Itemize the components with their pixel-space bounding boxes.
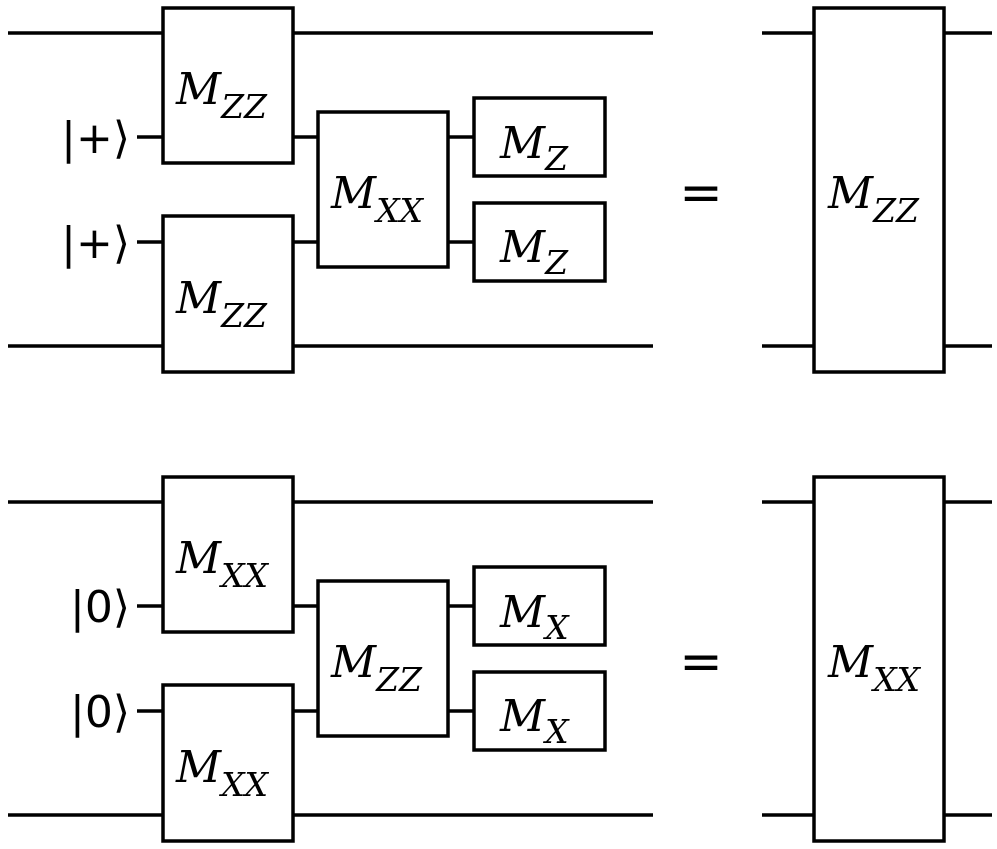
top-stage1-upper-box [161,6,295,165]
top-stage3-upper-label: MZ [499,118,569,178]
top-input-ket-2: |+⟩ [61,218,130,269]
top-stage3-upper-box [472,96,607,178]
top-circuit: |+⟩ |+⟩ MZZ MZZ MXX MZ MZ = MZZ [8,6,992,374]
bottom-stage1-lower-box [161,683,295,843]
bottom-equals-sign: = [679,632,723,692]
top-stage1-lower-label: MZZ [175,273,268,335]
bottom-stage1-lower-label: MXX [175,742,270,804]
bottom-result-label: MXX [827,637,922,699]
top-result-label: MZZ [827,168,920,230]
top-stage2-box [316,110,450,269]
top-equals-sign: = [679,163,723,223]
top-result-box [812,6,946,374]
bottom-stage3-upper-box [472,565,607,647]
bottom-input-ket-1: |0⟩ [70,582,130,633]
top-stage3-lower-box [472,201,607,283]
bottom-result-box [812,475,946,843]
bottom-stage1-upper-box [161,475,295,634]
top-input-ket-1: |+⟩ [61,113,130,164]
bottom-stage2-box [316,579,450,738]
bottom-stage3-lower-label: MX [499,691,570,751]
bottom-stage1-upper-label: MXX [175,533,270,595]
top-stage3-lower-label: MZ [499,222,569,282]
bottom-stage3-upper-label: MX [499,587,570,647]
top-stage1-upper-label: MZZ [175,64,268,126]
top-stage1-lower-box [161,214,295,374]
bottom-stage3-lower-box [472,670,607,752]
bottom-circuit: |0⟩ |0⟩ MXX MXX MZZ MX MX = MXX [8,475,992,843]
bottom-input-ket-2: |0⟩ [70,687,130,738]
bottom-stage2-label: MZZ [330,637,423,699]
top-stage2-label: MXX [330,168,425,230]
